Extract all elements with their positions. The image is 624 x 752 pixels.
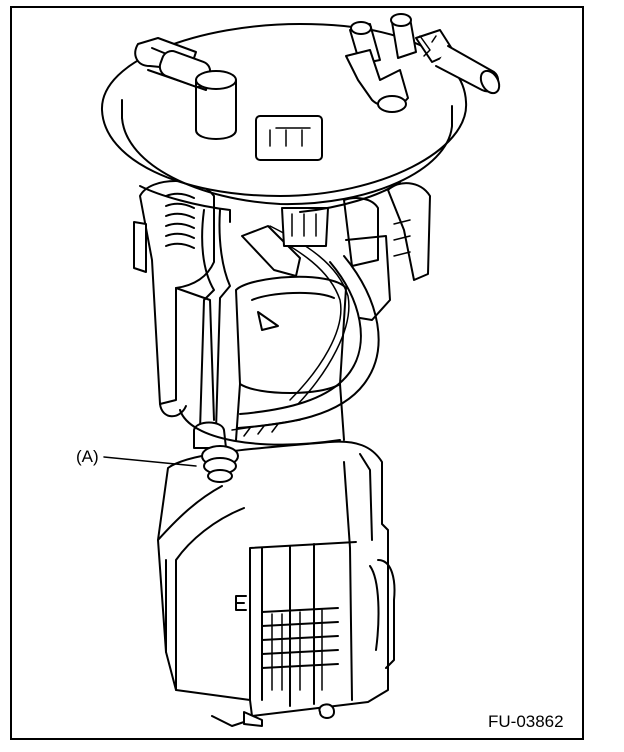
outlet-pipe-right [345,13,501,113]
callout-label-a: (A) [76,447,99,466]
pump-motor [235,275,347,441]
support-bracket [133,180,215,421]
callout-leader-line [103,456,197,467]
wire-harness [179,225,350,446]
figure-code: FU-03862 [488,712,564,731]
support-bracket-right [343,182,431,321]
harness-connector [241,207,329,277]
outlet-pipe-left [134,37,237,140]
hose-connector-a [201,445,239,483]
pump-housing [157,440,396,727]
fuel-hose [193,209,231,449]
